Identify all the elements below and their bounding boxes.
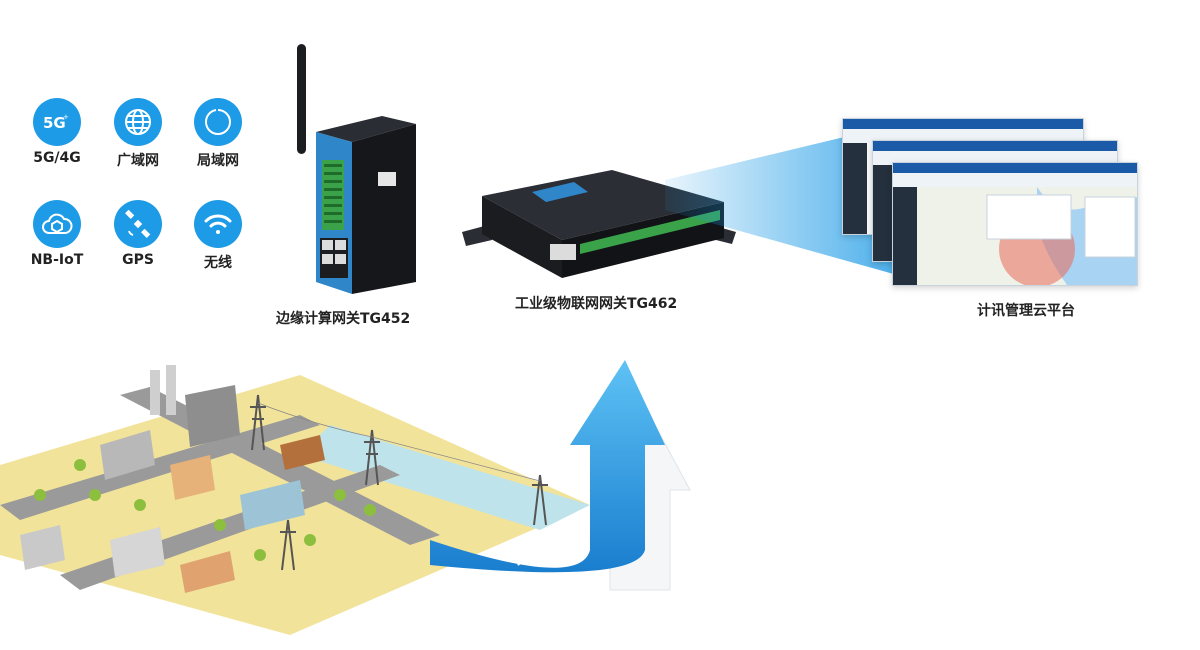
router-caption: 边缘计算网关TG452 <box>276 311 411 327</box>
connectivity-label: 广域网 <box>117 153 159 169</box>
connectivity-label: 无线 <box>204 255 232 271</box>
connectivity-nbiot: NB-IoT <box>17 200 97 268</box>
connectivity-wifi: 无线 <box>178 200 258 272</box>
connectivity-gps: GPS <box>98 200 178 268</box>
gateway-caption: 工业级物联网网关TG462 <box>515 296 678 312</box>
connectivity-lan: 局域网 <box>178 98 258 170</box>
5g-icon: 5G+ <box>33 98 81 146</box>
connectivity-wan: 广域网 <box>98 98 178 170</box>
wifi-icon <box>194 200 242 248</box>
ring-icon <box>194 98 242 146</box>
antenna <box>297 44 306 154</box>
connectivity-label: NB-IoT <box>30 252 84 268</box>
gateway-device <box>462 162 736 282</box>
svg-text:5G: 5G <box>43 114 66 132</box>
platform-screen-front <box>892 162 1138 286</box>
connectivity-label: 5G/4G <box>33 150 81 166</box>
connectivity-5g: 5G+ 5G/4G <box>17 98 97 166</box>
connectivity-label: 局域网 <box>197 153 239 169</box>
platform-caption: 计讯管理云平台 <box>977 303 1075 319</box>
svg-text:+: + <box>63 113 69 121</box>
industrial-city-illustration <box>0 355 600 635</box>
data-collection-arrow: 数据采集 <box>420 350 720 600</box>
connectivity-label: GPS <box>122 252 154 268</box>
router-device <box>298 42 420 294</box>
satellite-icon <box>114 200 162 248</box>
cloud-cube-icon <box>33 200 81 248</box>
globe-icon <box>114 98 162 146</box>
